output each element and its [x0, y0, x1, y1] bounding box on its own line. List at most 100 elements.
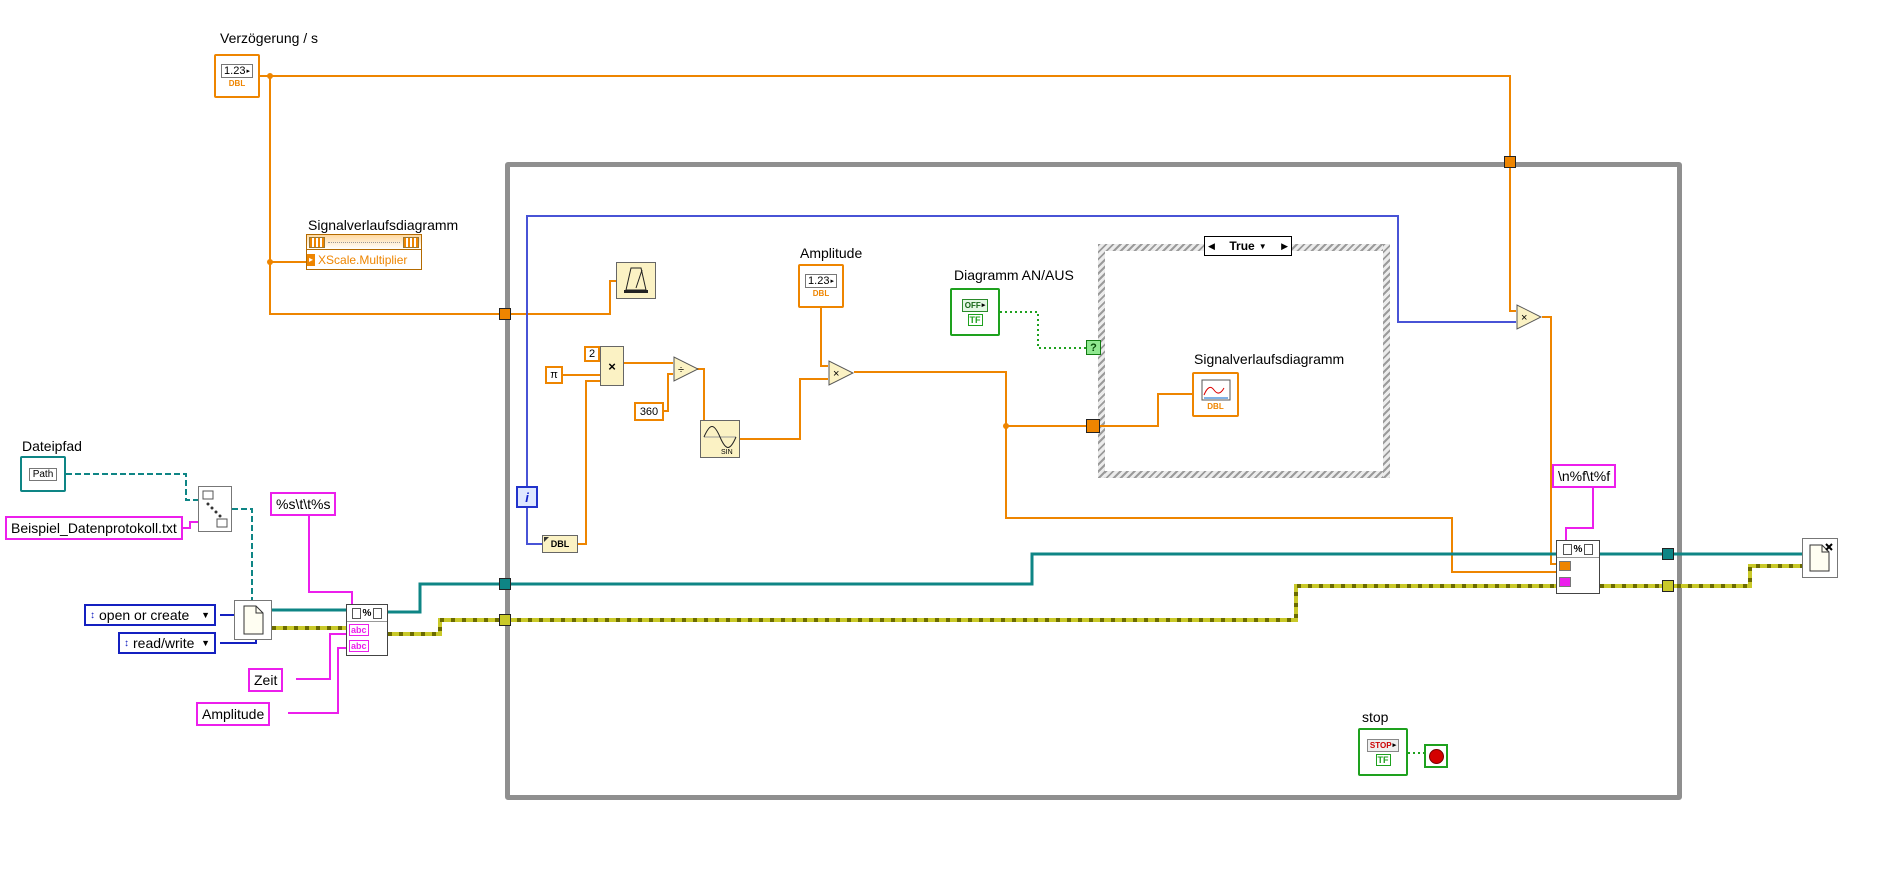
- close-file-node[interactable]: [1802, 538, 1838, 578]
- string-input-tag: abc: [349, 624, 369, 636]
- case-structure-border-right[interactable]: [1383, 244, 1390, 478]
- case-dropdown-icon: ▼: [1258, 241, 1267, 251]
- case-next-arrow-icon[interactable]: ▶: [1281, 240, 1288, 251]
- numeric-input-block: [1559, 561, 1571, 571]
- tunnel-refnum-left[interactable]: [499, 578, 511, 590]
- header-format-constant[interactable]: %s\t\t%s: [270, 492, 337, 516]
- tunnel-delay-top[interactable]: [1504, 156, 1516, 168]
- iteration-i: i: [525, 489, 529, 505]
- constant-pi[interactable]: π: [545, 366, 563, 384]
- format-into-file-node[interactable]: % abc abc: [346, 604, 388, 656]
- property-write-arrow-icon: ▸: [307, 253, 316, 266]
- label-amplitude: Amplitude: [800, 245, 863, 261]
- file-open-icon: [243, 605, 264, 635]
- page-icon: [373, 607, 383, 619]
- multiply-icon: ×: [1516, 304, 1543, 330]
- svg-text:SIN: SIN: [721, 449, 733, 456]
- numeric-value: 1.23: [808, 275, 830, 287]
- time-column-constant[interactable]: Zeit: [248, 668, 284, 692]
- chart-toggle-boolean-control[interactable]: OFF ▸ TF: [950, 288, 1000, 336]
- percent-glyph: %: [1573, 543, 1583, 555]
- multiply-node[interactable]: ×: [828, 360, 855, 386]
- while-loop[interactable]: [505, 162, 1682, 800]
- case-selector-label[interactable]: ◀ True ▼ ▶: [1204, 236, 1292, 256]
- tunnel-delay-left[interactable]: [499, 308, 511, 320]
- svg-text:÷: ÷: [678, 364, 684, 376]
- wire-iteration-int[interactable]: [526, 215, 1516, 545]
- label-stop: stop: [1362, 709, 1389, 725]
- tf-type-label: TF: [1375, 753, 1391, 766]
- wire-boolean[interactable]: [1000, 311, 1424, 754]
- dbl-text: DBL: [550, 539, 570, 549]
- tunnel-error-left[interactable]: [499, 614, 511, 626]
- tunnel-case-signal[interactable]: [1086, 419, 1100, 433]
- svg-text:×: ×: [1521, 312, 1527, 324]
- open-create-file-node[interactable]: [234, 600, 272, 640]
- row-format-constant[interactable]: \n%f\t%f: [1552, 464, 1617, 488]
- compound-multiply-node[interactable]: ×: [600, 346, 624, 386]
- case-structure-border-bottom[interactable]: [1098, 471, 1390, 478]
- chart-property-node[interactable]: ▸ XScale.Multiplier: [306, 234, 422, 270]
- svg-text:×: ×: [833, 368, 839, 380]
- wire-refnum[interactable]: [272, 552, 1802, 614]
- percent-glyph: %: [362, 607, 372, 619]
- constant-360[interactable]: 360: [634, 402, 664, 421]
- waveform-chart-terminal[interactable]: DBL: [1192, 372, 1239, 417]
- wire-enum-modes[interactable]: [220, 614, 257, 644]
- constant-two[interactable]: 2: [584, 346, 600, 362]
- wire-sine-chain-dbl[interactable]: [563, 308, 828, 545]
- tunnel-refnum-right[interactable]: [1662, 548, 1674, 560]
- amplitude-numeric-control[interactable]: 1.23 ▸ DBL: [798, 264, 844, 308]
- case-structure-border-left[interactable]: [1098, 244, 1105, 478]
- stop-button-icon: STOP ▸: [1366, 738, 1400, 752]
- path-chip: Path: [28, 467, 58, 481]
- case-selector-value[interactable]: True ▼: [1229, 239, 1266, 253]
- terminal-arrow-icon: ▸: [1392, 742, 1397, 749]
- access-mode-enum-constant[interactable]: ↕ read/write ▼: [118, 632, 216, 654]
- wire-strings[interactable]: [181, 487, 1594, 714]
- ring-icon: ↕: [90, 609, 95, 621]
- string-input-tag: abc: [349, 640, 369, 652]
- dropdown-arrow-icon[interactable]: ▼: [201, 610, 210, 620]
- numeric-value: 1.23: [224, 65, 246, 77]
- to-double-conversion-node[interactable]: DBL: [542, 535, 578, 553]
- amplitude-column-constant[interactable]: Amplitude: [196, 702, 271, 726]
- format-into-file-node-2[interactable]: %: [1556, 540, 1600, 594]
- path-text: Path: [32, 468, 54, 480]
- iteration-terminal[interactable]: i: [516, 486, 538, 508]
- multiply-node-time[interactable]: ×: [1516, 304, 1543, 330]
- chart-mini-icon: [309, 236, 325, 248]
- build-path-node[interactable]: [198, 486, 232, 532]
- property-name[interactable]: XScale.Multiplier: [318, 252, 408, 267]
- off-text: OFF: [964, 300, 981, 310]
- stop-text: STOP: [1369, 740, 1392, 750]
- dbl-type-label: DBL: [228, 79, 246, 88]
- label-chart-property: Signalverlaufsdiagramm: [308, 217, 459, 233]
- dbl-type-label: DBL: [812, 289, 830, 298]
- filename-string-constant[interactable]: Beispiel_Datenprotokoll.txt: [5, 516, 183, 540]
- open-mode-enum-constant[interactable]: ↕ open or create ▼: [84, 604, 216, 626]
- loop-condition-terminal[interactable]: [1424, 744, 1448, 768]
- case-prev-arrow-icon[interactable]: ◀: [1208, 240, 1215, 251]
- divide-node[interactable]: ÷: [673, 356, 700, 382]
- wire-file-path[interactable]: [66, 473, 253, 600]
- wire-delay-dbl[interactable]: [260, 73, 1516, 315]
- build-path-icon: [202, 490, 228, 528]
- tunnel-error-right[interactable]: [1662, 580, 1674, 592]
- divide-icon: ÷: [673, 356, 700, 382]
- wire-time-dbl[interactable]: [1542, 316, 1556, 565]
- delay-numeric-control[interactable]: 1.23 ▸ DBL: [214, 54, 260, 98]
- case-selector-text: True: [1229, 239, 1255, 253]
- stop-boolean-control[interactable]: STOP ▸ TF: [1358, 728, 1408, 776]
- case-selector-terminal[interactable]: ?: [1086, 340, 1101, 355]
- wire-error-cluster[interactable]: [272, 564, 1802, 636]
- question-mark-icon: ?: [1090, 341, 1097, 354]
- sine-node[interactable]: SIN: [700, 420, 740, 458]
- string-input-block: [1559, 577, 1571, 587]
- file-path-control[interactable]: Path: [20, 456, 66, 492]
- stop-sign-icon: [1428, 748, 1444, 764]
- dropdown-arrow-icon[interactable]: ▼: [201, 638, 210, 648]
- wait-until-next-ms-node[interactable]: [616, 262, 656, 299]
- wire-signal-dbl[interactable]: [854, 371, 1556, 573]
